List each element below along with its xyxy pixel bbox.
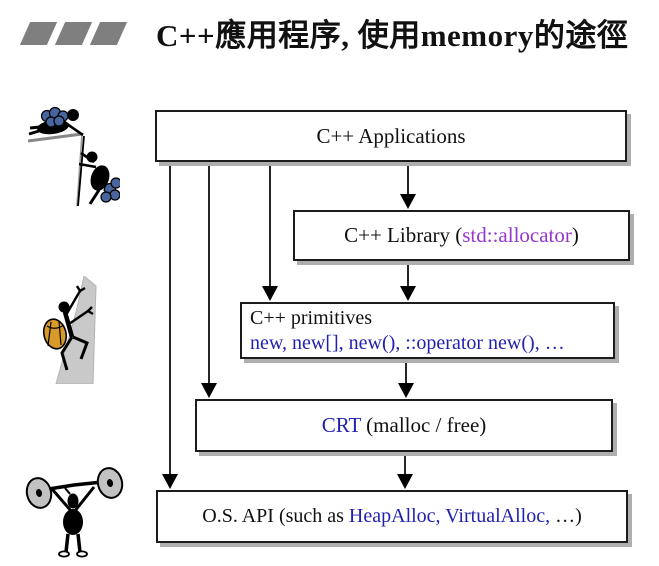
slide-header: C++應用程序, 使用memory的途徑 [19,10,629,55]
climbing-team-clipart [26,94,122,208]
box-cpp-applications-label: C++ Applications [316,123,466,148]
box-crt-label: CRT (malloc / free) [321,413,487,437]
box-os-api: O.S. API (such as HeapAlloc, VirtualAllo… [156,490,628,543]
box-cpp-applications: C++ Applications [155,110,627,162]
std-allocator-text: std::allocator [462,223,572,247]
rock-climber-clipart [34,275,116,385]
box-cpp-library-label: C++ Library (std::allocator) [344,223,579,247]
weightlifter-clipart [22,460,126,558]
os-api-functions-text: HeapAlloc, VirtualAlloc, [348,505,551,527]
box-cpp-primitives-title: C++ primitives [250,306,373,329]
slide-title: C++應用程序, 使用memory的途徑 [156,18,629,53]
box-cpp-library: C++ Library (std::allocator) [293,210,630,261]
box-cpp-primitives-detail: new, new[], new(), ::operator new(), … [250,331,565,354]
box-cpp-primitives: C++ primitives new, new[], new(), ::oper… [240,302,615,359]
box-os-api-label: O.S. API (such as HeapAlloc, VirtualAllo… [202,505,582,527]
box-crt: CRT (malloc / free) [195,399,613,452]
crt-text: CRT [321,413,361,437]
